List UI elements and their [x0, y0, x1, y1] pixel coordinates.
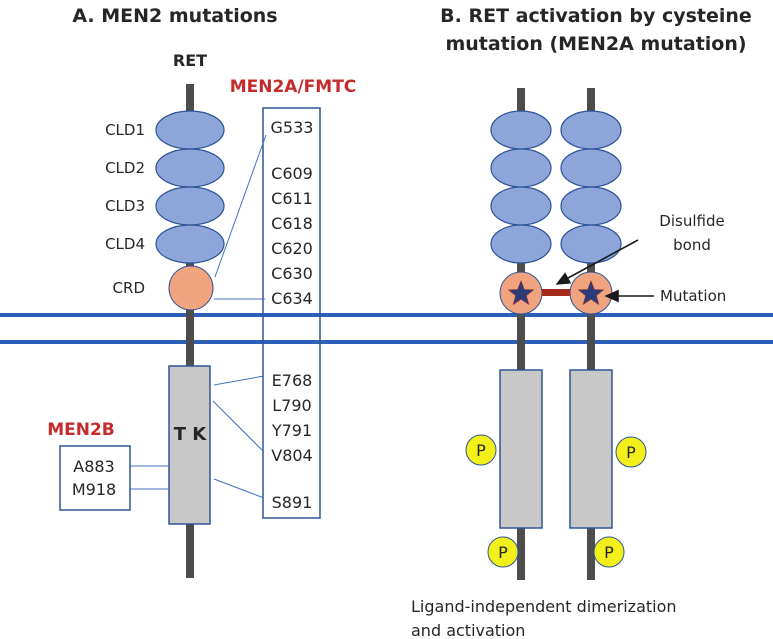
men2b-mutation-box	[59, 445, 131, 511]
phospho-label-right-upper: P	[626, 443, 636, 462]
mutation-c620: C620	[271, 239, 313, 258]
cld1-domain	[155, 110, 225, 150]
mutation-a883: A883	[73, 457, 114, 476]
mutation-y791: Y791	[271, 421, 312, 440]
right-cld2-domain	[560, 148, 622, 188]
mutation-c634: C634	[271, 289, 313, 308]
men2b-label: MEN2B	[47, 420, 115, 440]
left-cld2-domain	[490, 148, 552, 188]
connector-s891	[213, 478, 265, 499]
panel-b-title-line1: B. RET activation by cysteine	[440, 5, 752, 27]
connector-e768	[213, 375, 265, 386]
disulfide-bond	[542, 289, 570, 296]
mutation-s891: S891	[272, 493, 313, 512]
cld4-domain	[155, 224, 225, 264]
mutation-g533: G533	[271, 118, 314, 137]
mutation-c630: C630	[271, 264, 313, 283]
phospho-label-right-lower: P	[604, 543, 614, 562]
star-icon	[577, 280, 605, 306]
men2a-fmtc-label: MEN2A/FMTC	[230, 77, 357, 97]
left-cld3-domain	[490, 186, 552, 226]
mutation-c618: C618	[271, 214, 313, 233]
ret-label: RET	[173, 51, 207, 70]
crd-domain	[168, 265, 214, 311]
star-icon	[507, 280, 535, 306]
cld2-label: CLD2	[105, 159, 145, 177]
cld4-label: CLD4	[105, 235, 145, 253]
phospho-label-left-upper: P	[476, 441, 486, 460]
mutation-e768: E768	[272, 371, 313, 390]
caption-line2: and activation	[411, 621, 525, 639]
cld3-label: CLD3	[105, 197, 145, 215]
connector-v804	[212, 400, 265, 453]
mutation-annotation-label: Mutation	[660, 287, 726, 305]
mutation-m918: M918	[72, 480, 116, 499]
cld3-domain	[155, 186, 225, 226]
mutation-v804: V804	[271, 446, 312, 465]
cld2-domain	[155, 148, 225, 188]
panel-b-title-line2: mutation (MEN2A mutation)	[445, 33, 746, 55]
right-cld4-domain	[560, 224, 622, 264]
right-cld1-domain	[560, 110, 622, 150]
phospho-label-left-lower: P	[498, 543, 508, 562]
phospho-circle-left-lower	[487, 536, 519, 568]
tk-label: T K	[174, 424, 208, 445]
caption-line1: Ligand-independent dimerization	[411, 597, 677, 616]
phospho-circle-right-upper	[615, 436, 647, 468]
crd-label: CRD	[113, 279, 145, 297]
panel-a-title: A. MEN2 mutations	[72, 5, 277, 27]
arrow-icon	[555, 239, 639, 285]
left-cld4-domain	[490, 224, 552, 264]
mutation-c609: C609	[271, 164, 313, 183]
mutation-l790: L790	[272, 396, 311, 415]
left-tk-domain	[499, 369, 543, 529]
cld1-label: CLD1	[105, 121, 145, 139]
connector-g533	[214, 134, 267, 278]
mutation-c611: C611	[271, 189, 313, 208]
disulfide-label-line1: Disulfide	[659, 212, 724, 230]
men2a-mutation-box	[262, 107, 321, 519]
right-cld3-domain	[560, 186, 622, 226]
phospho-circle-right-lower	[593, 536, 625, 568]
right-tk-domain	[569, 369, 613, 529]
phospho-circle-left-upper	[465, 434, 497, 466]
left-cld1-domain	[490, 110, 552, 150]
disulfide-label-line2: bond	[673, 236, 711, 254]
tk-domain	[168, 365, 211, 525]
